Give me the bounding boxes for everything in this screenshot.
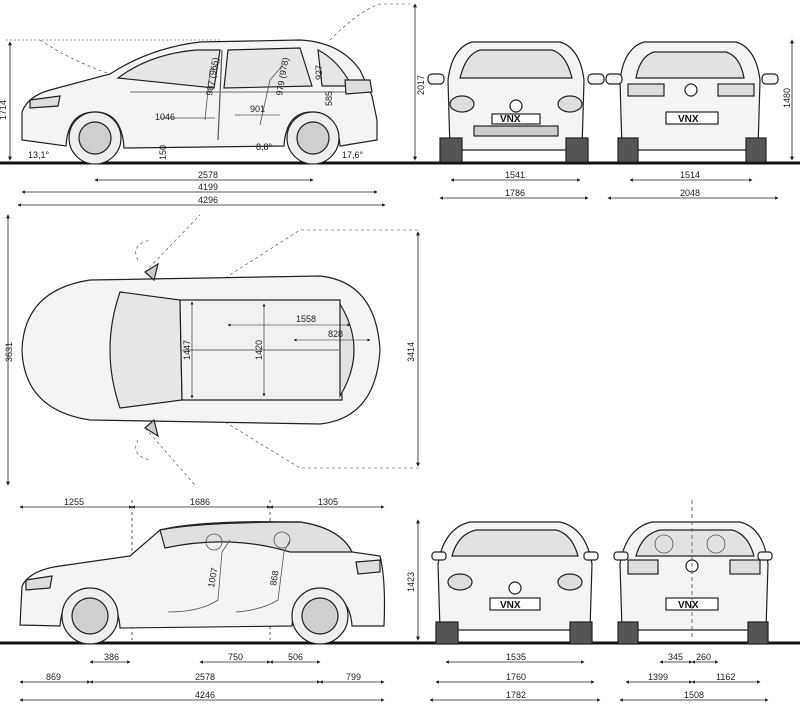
- ramp-angle-label: 8,8°: [256, 142, 273, 152]
- conv-rear-width-label: 1508: [684, 690, 704, 700]
- height-label: 1714: [0, 100, 8, 120]
- total-length-label: 4296: [198, 195, 218, 205]
- plan-length-label: 3414: [406, 342, 416, 362]
- rear-overhang-label: 799: [346, 672, 361, 682]
- plan-interior-dims: [190, 301, 371, 399]
- rear-occupants: [654, 500, 726, 640]
- rear-plate-label: VNX: [678, 114, 699, 125]
- wheelbase-label: 2578: [198, 170, 218, 180]
- door-open-lines: [135, 214, 420, 486]
- rear-left-section-label: 1399: [648, 672, 668, 682]
- seat-spacing-label: 750: [228, 652, 243, 662]
- conv-width-label: 1760: [506, 672, 526, 682]
- front-legroom-label: 1046: [155, 112, 175, 122]
- front-plate-label: VNX: [500, 114, 521, 125]
- approach-angle-label: 13,1°: [28, 150, 50, 160]
- shoulder-rear-label: 1420: [254, 340, 264, 360]
- front-width-label: 1786: [505, 188, 525, 198]
- conv-length-label: 4246: [195, 690, 215, 700]
- front-overhang-label: 869: [46, 672, 61, 682]
- conv-total-width-label: 1782: [506, 690, 526, 700]
- roll-bar-left-label: 345: [668, 652, 683, 662]
- roll-bar-right-label: 260: [696, 652, 711, 662]
- rear-width-label: 2048: [680, 188, 700, 198]
- rear-track-label: 1514: [680, 170, 700, 180]
- antenna-height-label: 2017: [416, 75, 426, 95]
- hood-line: [39, 39, 111, 75]
- ground-clearance-label: 150: [158, 145, 168, 160]
- interior-lines-side: [160, 61, 283, 126]
- car-rear-view: [605, 41, 779, 163]
- front-view-dims: [439, 178, 589, 200]
- car-plan-view: [21, 262, 381, 438]
- rear-view-dims: [607, 178, 779, 200]
- boot-width-label: 828: [328, 329, 343, 339]
- boot-depth-label: 585: [324, 91, 334, 106]
- rear-height-label: 1480: [782, 88, 792, 108]
- rear-seat-height-label: 927: [314, 65, 324, 80]
- boot-length-label: 1558: [296, 314, 316, 324]
- front-section-label: 1255: [64, 497, 84, 507]
- conv-front-plate-label: VNX: [500, 600, 521, 611]
- conv-front-dims: [429, 660, 601, 702]
- conv-rear-dims: [619, 660, 769, 702]
- rear-seat-to-axle-label: 506: [288, 652, 303, 662]
- interior-seats-convertible: [167, 531, 291, 613]
- front-seat-height-label: 1007: [206, 567, 219, 588]
- open-hatch-line: [329, 3, 410, 41]
- middle-section-label: 1686: [190, 497, 210, 507]
- rear-section-label: 1305: [318, 497, 338, 507]
- length-label: 4199: [198, 182, 218, 192]
- convertible-front-view: [431, 521, 599, 645]
- conv-wheelbase-label: 2578: [195, 672, 215, 682]
- rear-right-section-label: 1162: [716, 672, 735, 682]
- front-axle-to-seat-label: 386: [104, 652, 119, 662]
- front-track-label: 1541: [505, 170, 525, 180]
- convertible-rear-view: [613, 521, 773, 645]
- convertible-bottom-dims: [19, 660, 385, 702]
- car-front-view: [427, 41, 605, 163]
- conv-height-label: 1423: [406, 572, 416, 592]
- conv-track-label: 1535: [506, 652, 526, 662]
- car-side-view-convertible: [19, 521, 386, 645]
- side-view-horizontal-dims: [17, 178, 386, 207]
- plan-width-label: 3631: [4, 342, 14, 362]
- shoulder-front-label: 1447: [182, 340, 192, 360]
- car-side-view-hatchback: [21, 39, 378, 165]
- rear-legroom-label: 901: [250, 104, 265, 114]
- departure-angle-label: 17,6°: [342, 150, 364, 160]
- conv-rear-plate-label: VNX: [678, 600, 699, 611]
- rear-seat-height-conv-label: 868: [268, 570, 280, 587]
